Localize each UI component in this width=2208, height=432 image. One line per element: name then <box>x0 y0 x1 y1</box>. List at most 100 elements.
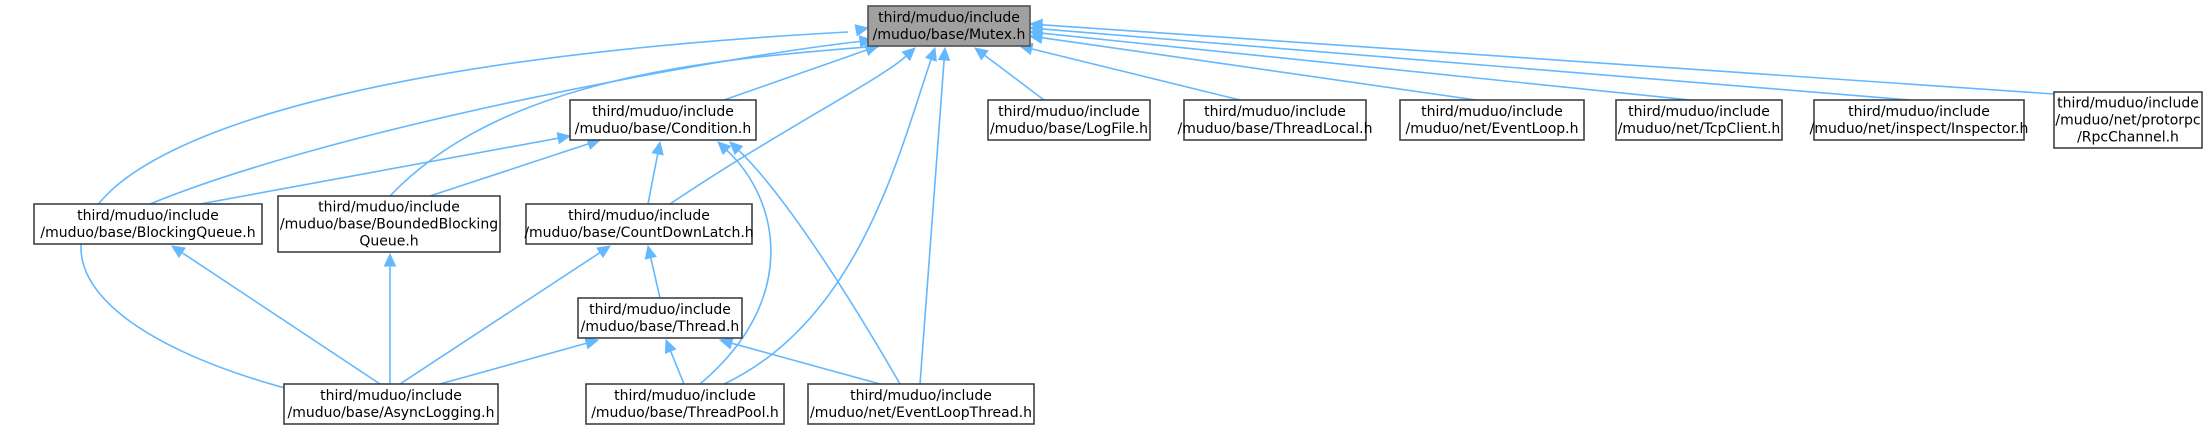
edge-arrowhead <box>556 132 572 145</box>
node-rpcchannel[interactable]: third/muduo/include/muduo/net/protorpc/R… <box>2053 91 2203 149</box>
edge-arrowhead <box>717 141 732 156</box>
edge-arrowhead <box>383 252 397 267</box>
node-box <box>867 5 1031 47</box>
node-threadpool[interactable]: third/muduo/include/muduo/base/ThreadPoo… <box>585 383 785 425</box>
node-label-line: third/muduo/include <box>592 104 734 120</box>
edge-arrowhead <box>974 47 989 61</box>
node-label-line: third/muduo/include <box>998 104 1140 120</box>
node-label-line: third/muduo/include <box>1628 104 1770 120</box>
node-label-line: /muduo/base/BlockingQueue.h <box>40 225 255 241</box>
edge-line <box>399 251 601 385</box>
edge-line <box>1041 28 1911 101</box>
edge-asynclogging-to-blockingqueue <box>171 245 381 385</box>
node-box <box>585 383 785 425</box>
node-inspector[interactable]: third/muduo/include/muduo/net/inspect/In… <box>1810 99 2029 141</box>
node-eventloop[interactable]: third/muduo/include/muduo/net/EventLoop.… <box>1399 99 1585 141</box>
node-label-line: /muduo/net/EventLoop.h <box>1406 121 1579 137</box>
node-label-line: Queue.h <box>359 234 418 250</box>
edge-line <box>1041 36 1477 101</box>
edge-rpcchannel-to-mutex <box>1028 18 2055 95</box>
node-asynclogging[interactable]: third/muduo/include/muduo/base/AsyncLogg… <box>283 383 499 425</box>
node-label-line: third/muduo/include <box>1421 104 1563 120</box>
node-label-line: third/muduo/include <box>318 200 460 216</box>
edge-arrowhead <box>596 245 612 259</box>
edge-line <box>738 149 901 385</box>
edge-asynclogging-to-boundedblocking <box>383 252 397 384</box>
edge-arrowhead <box>901 47 916 62</box>
edge-tcpclient-to-mutex <box>1028 27 1691 101</box>
node-label-line: /muduo/net/protorpc <box>2055 113 2200 129</box>
edge-line <box>80 31 849 393</box>
node-label-line: /muduo/base/ThreadLocal.h <box>1178 121 1373 137</box>
edge-threadlocal-to-mutex <box>1018 42 1241 101</box>
edge-threadpool-to-condition <box>699 141 772 385</box>
node-box <box>807 383 1035 425</box>
edge-arrowhead <box>584 337 600 350</box>
node-box <box>2053 91 2203 149</box>
node-box <box>1399 99 1585 141</box>
node-box <box>569 99 757 141</box>
edge-logfile-to-mutex <box>974 47 1045 101</box>
node-logfile[interactable]: third/muduo/include/muduo/base/LogFile.h <box>987 99 1151 141</box>
node-box <box>1183 99 1367 141</box>
edge-line <box>149 40 861 205</box>
node-box <box>577 297 743 339</box>
edge-countdownlatch-to-condition <box>647 140 664 205</box>
node-countdownlatch[interactable]: third/muduo/include/muduo/base/CountDown… <box>524 203 754 245</box>
edge-line <box>649 257 661 299</box>
node-boundedblocking[interactable]: third/muduo/include/muduo/base/BoundedBl… <box>277 195 501 253</box>
node-label-line: third/muduo/include <box>850 388 992 404</box>
edge-blockingqueue-to-condition <box>199 132 572 205</box>
node-box <box>987 99 1151 141</box>
edge-asynclogging-to-countdownlatch <box>399 245 612 385</box>
edge-arrowhead <box>854 24 870 37</box>
node-label-line: /muduo/net/TcpClient.h <box>1618 121 1781 137</box>
edge-line <box>389 46 869 197</box>
node-box <box>525 203 753 245</box>
edge-thread-to-countdownlatch <box>644 244 661 299</box>
edge-countdownlatch-to-mutex <box>669 47 916 205</box>
edge-arrowhead <box>858 35 874 48</box>
node-label-line: third/muduo/include <box>77 208 219 224</box>
node-condition[interactable]: third/muduo/include/muduo/base/Condition… <box>569 99 757 141</box>
edge-arrowhead <box>171 245 186 259</box>
node-label-line: third/muduo/include <box>568 208 710 224</box>
node-eventloopthread[interactable]: third/muduo/include/muduo/net/EventLoopT… <box>807 383 1035 425</box>
node-blockingqueue[interactable]: third/muduo/include/muduo/base/BlockingQ… <box>33 203 263 245</box>
edge-arrowhead <box>651 140 664 156</box>
node-box <box>1615 99 1783 141</box>
node-mutex[interactable]: third/muduo/include/muduo/base/Mutex.h <box>867 5 1031 47</box>
edge-line <box>984 54 1045 101</box>
node-label-line: /RpcChannel.h <box>2077 130 2179 146</box>
node-label-line: third/muduo/include <box>589 302 731 318</box>
node-threadlocal[interactable]: third/muduo/include/muduo/base/ThreadLoc… <box>1178 99 1373 141</box>
edge-line <box>439 342 587 385</box>
edge-line <box>723 49 867 101</box>
node-label-line: third/muduo/include <box>614 388 756 404</box>
edge-threadpool-to-thread <box>664 338 685 385</box>
node-box <box>33 203 263 245</box>
edge-line <box>919 59 945 385</box>
node-label-line: /muduo/base/Mutex.h <box>873 27 1026 43</box>
edge-asynclogging-to-thread <box>439 337 600 385</box>
edge-line <box>429 142 589 197</box>
node-label-line: third/muduo/include <box>320 388 462 404</box>
node-label-line: third/muduo/include <box>1204 104 1346 120</box>
node-box <box>1813 99 2025 141</box>
edge-line <box>731 342 881 385</box>
node-thread[interactable]: third/muduo/include/muduo/base/Thread.h <box>577 297 743 339</box>
node-label-line: /muduo/net/inspect/Inspector.h <box>1810 121 2029 137</box>
edge-line <box>1031 48 1241 101</box>
node-label-line: third/muduo/include <box>878 10 1020 26</box>
edge-line <box>181 251 381 385</box>
node-label-line: /muduo/base/AsyncLogging.h <box>288 405 495 421</box>
edge-line <box>1041 24 2055 95</box>
node-label-line: /muduo/net/EventLoopThread.h <box>810 405 1032 421</box>
node-label-line: /muduo/base/ThreadPool.h <box>591 405 779 421</box>
node-box <box>277 195 501 253</box>
node-label-line: /muduo/base/BoundedBlocking <box>280 217 498 233</box>
node-tcpclient[interactable]: third/muduo/include/muduo/net/TcpClient.… <box>1615 99 1783 141</box>
node-label-line: third/muduo/include <box>1848 104 1990 120</box>
edge-line <box>669 350 685 385</box>
